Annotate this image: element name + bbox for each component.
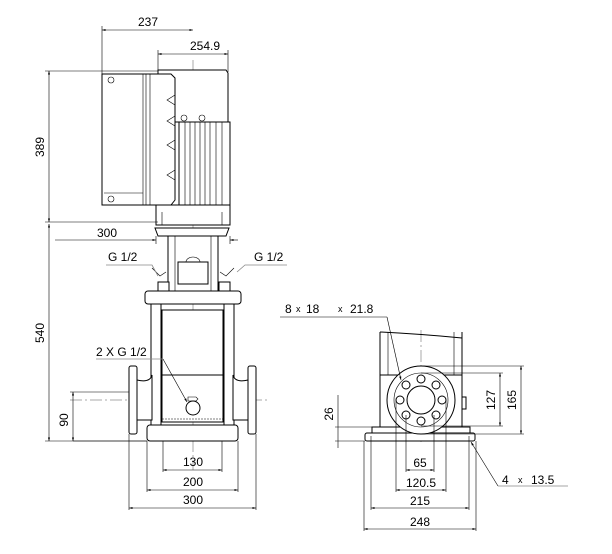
pump-sleeve — [128, 303, 257, 442]
bolts-count: 8 — [285, 302, 292, 316]
leader-vent-left — [106, 264, 159, 277]
side-view: 127 165 26 65 120.5 215 248 8 x 18 x — [280, 302, 568, 531]
base-plate — [146, 424, 239, 442]
dim-254-9: 254.9 — [190, 39, 220, 53]
bolt-hole-icon — [431, 380, 441, 390]
side-dimensions: 127 165 26 65 120.5 215 248 — [322, 365, 524, 531]
dim-165: 165 — [505, 390, 519, 410]
dim-127: 127 — [484, 390, 498, 410]
bolt-hole-icon — [401, 380, 411, 390]
motor-stool — [155, 204, 231, 226]
bolt-hole-icon — [395, 395, 405, 405]
bolts-times-2: x — [338, 304, 343, 314]
label-vent-right: G 1/2 — [254, 250, 284, 264]
front-view: 237 254.9 389 540 300 90 130 200 — [33, 15, 287, 510]
dim-120-5: 120.5 — [406, 476, 436, 490]
leader-vent-right — [236, 264, 287, 273]
motor-body — [178, 121, 231, 206]
bolts-diameter-2: 21.8 — [350, 302, 374, 316]
bolt-hole-icon — [431, 410, 441, 420]
bolts-diameter: 18 — [306, 302, 320, 316]
screw-icon — [107, 76, 115, 84]
drain-plug-icon — [185, 400, 201, 416]
dim-26: 26 — [322, 407, 336, 421]
dim-237: 237 — [138, 15, 158, 29]
dim-540: 540 — [33, 323, 47, 343]
label-base-holes: 4 x 13.5 — [470, 441, 568, 487]
dim-300-motor: 300 — [97, 226, 117, 240]
control-box — [101, 73, 176, 206]
dim-65: 65 — [413, 456, 427, 470]
pump-head — [144, 235, 242, 305]
outlet-flange — [247, 365, 257, 435]
leader-drain — [162, 358, 188, 403]
screw-icon — [107, 195, 115, 203]
label-drain: 2 X G 1/2 — [96, 345, 147, 359]
label-flange-bolts: 8 x 18 x 21.8 — [280, 302, 402, 381]
dim-389: 389 — [33, 137, 47, 157]
holes-diameter: 13.5 — [531, 473, 555, 487]
dim-200: 200 — [183, 475, 203, 489]
holes-count: 4 — [502, 473, 509, 487]
bolts-times: x — [296, 304, 301, 314]
motor — [101, 69, 231, 237]
front-dimensions: 237 254.9 389 540 300 90 130 200 — [33, 15, 257, 510]
dim-300-flange: 300 — [183, 493, 203, 507]
dim-215: 215 — [410, 494, 430, 508]
head-plate — [144, 290, 242, 305]
inlet-flange — [128, 365, 138, 435]
dim-130: 130 — [183, 455, 203, 469]
dim-90: 90 — [57, 413, 71, 427]
holes-times: x — [518, 475, 523, 485]
bolt-hole-icon — [416, 374, 426, 384]
bolt-hole-icon — [437, 395, 447, 405]
dim-248: 248 — [410, 515, 430, 529]
label-vent-left: G 1/2 — [108, 250, 138, 264]
flange-face — [386, 365, 456, 435]
bolt-hole-icon — [416, 416, 426, 426]
